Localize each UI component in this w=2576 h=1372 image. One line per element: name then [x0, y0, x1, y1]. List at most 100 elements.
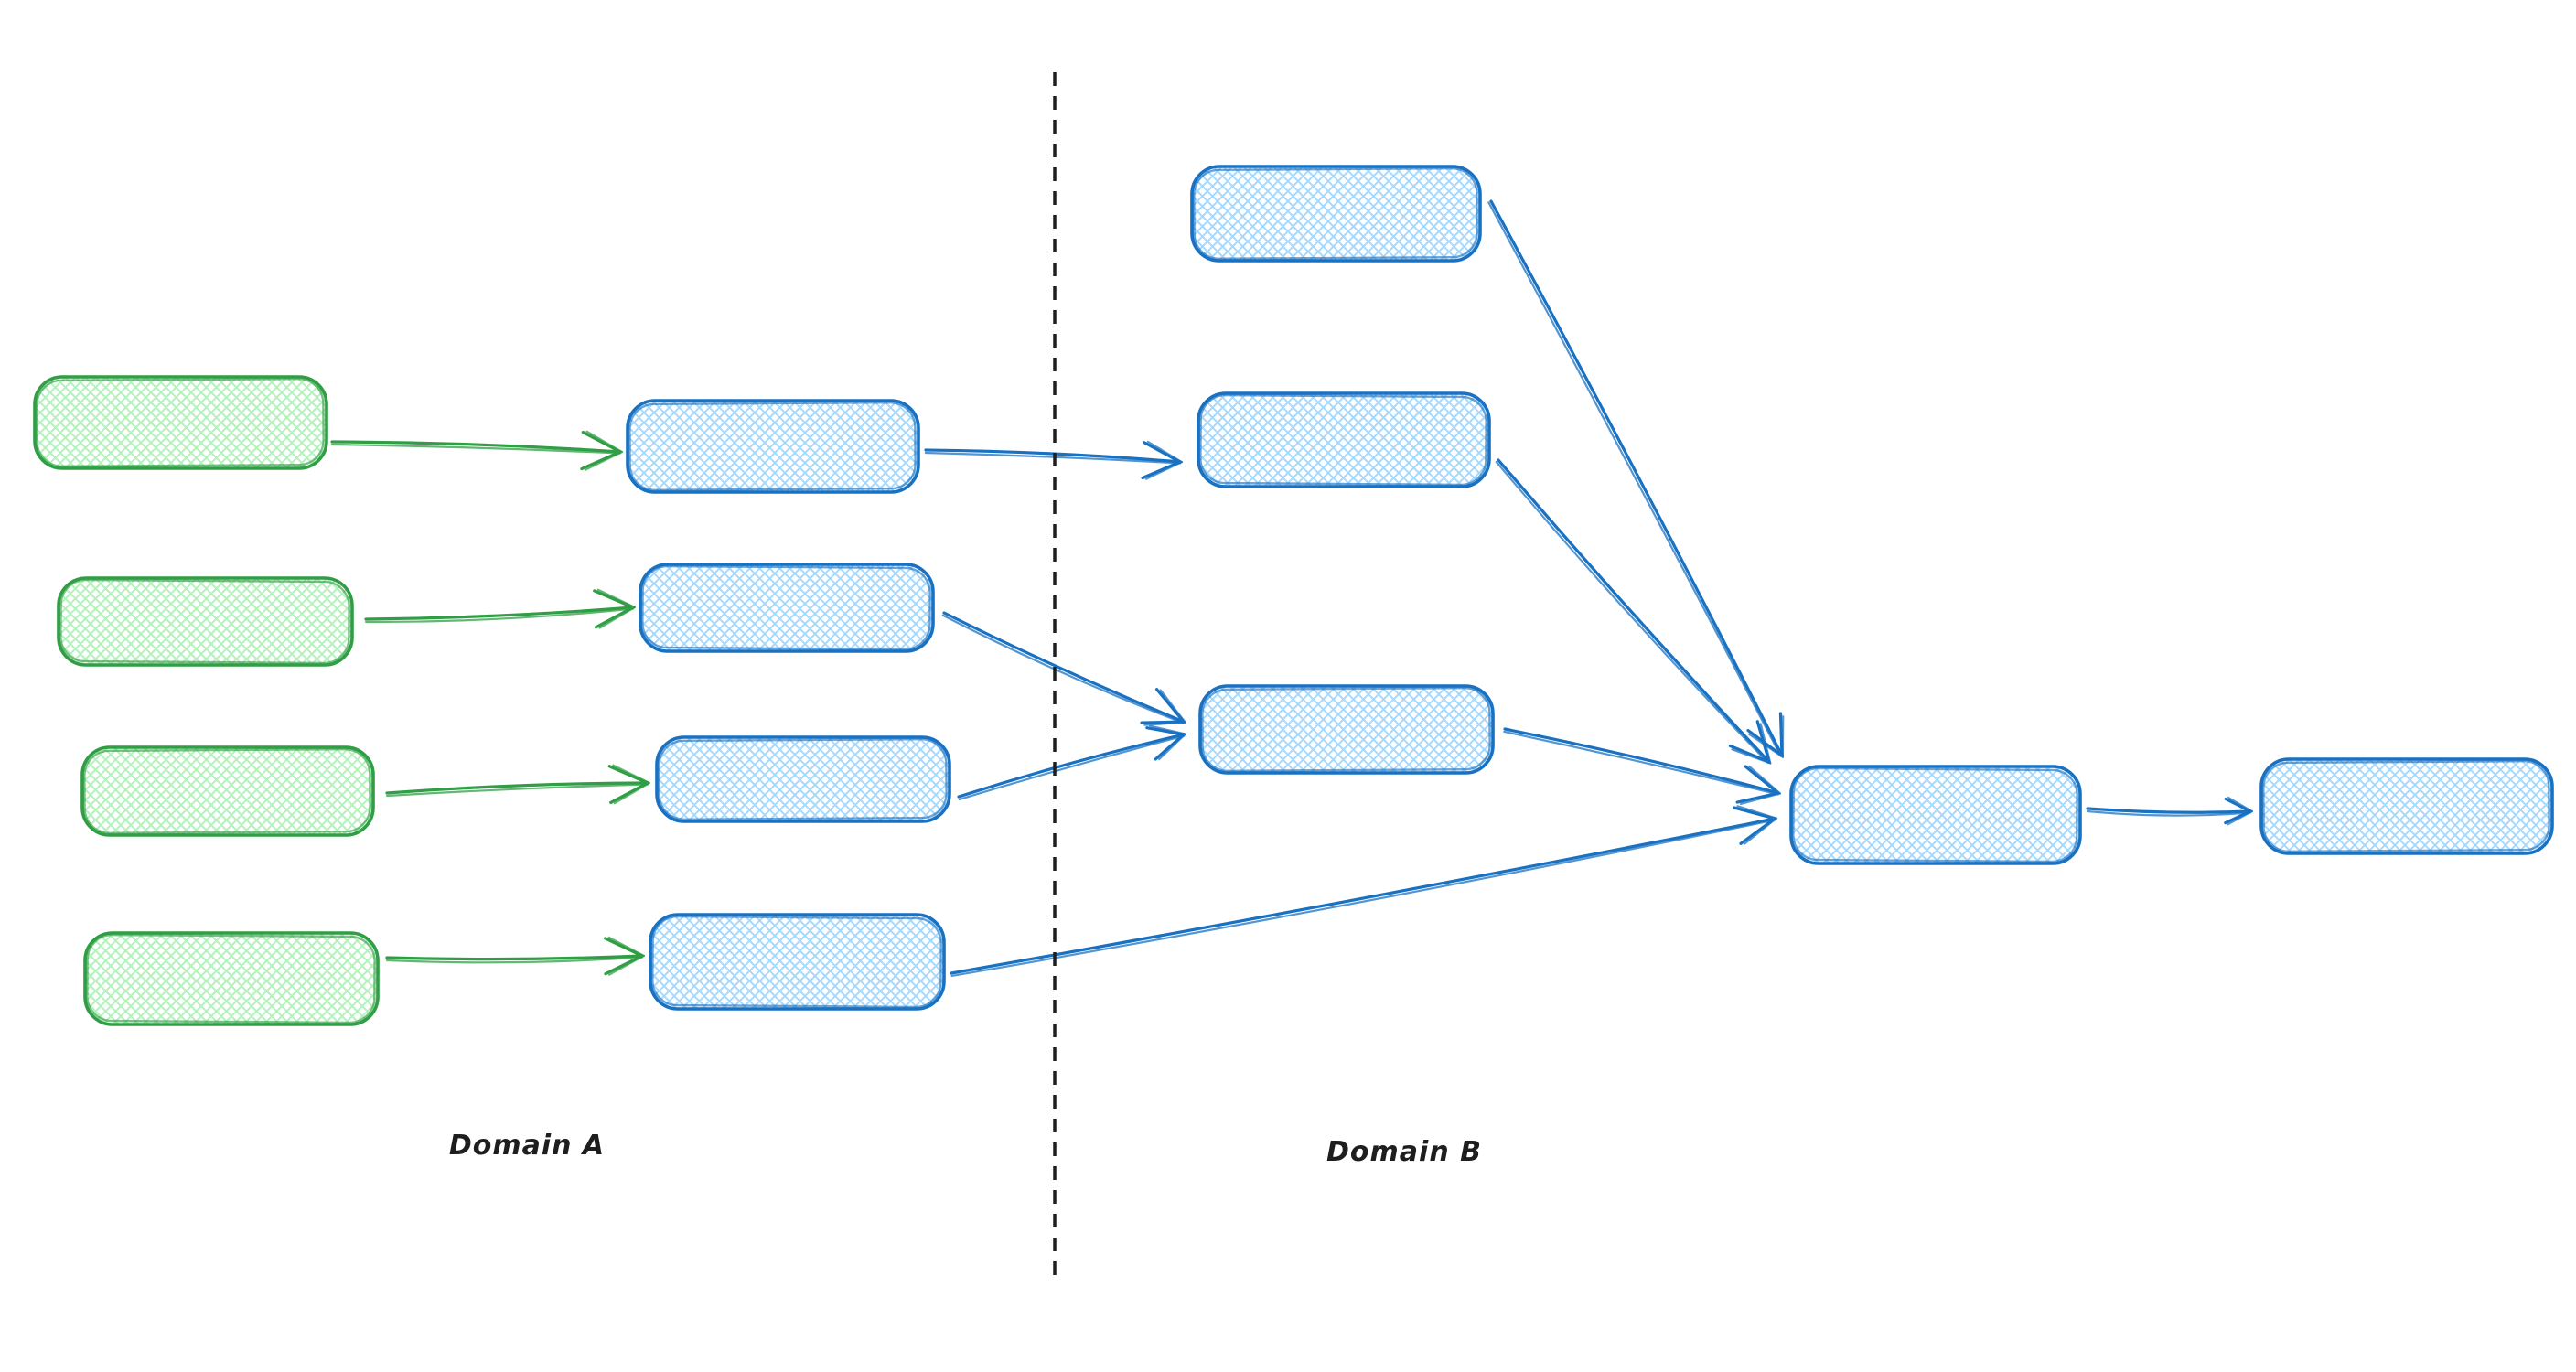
arrow-line-sketch	[365, 607, 635, 624]
arrow-head	[2224, 809, 2252, 825]
arrow-head-sketch	[2227, 809, 2254, 826]
node-outline-sketch	[658, 738, 948, 820]
node-outline	[639, 563, 935, 653]
arrow-head-sketch	[613, 781, 651, 805]
arrow-line-sketch	[330, 443, 622, 455]
node-outline	[1197, 391, 1491, 488]
node-outline-sketch	[36, 378, 325, 467]
arrow-head	[1140, 720, 1186, 724]
arrow-head	[581, 430, 622, 454]
arrow-line	[1489, 199, 1784, 757]
arrow-head	[609, 781, 649, 805]
arrow-a-source-1-to-a-node-1	[330, 430, 624, 471]
arrow-head-sketch	[1148, 724, 1186, 735]
arrow-head-sketch	[1748, 765, 1781, 795]
node-b-merge	[1789, 765, 2082, 865]
arrow-head	[1143, 441, 1182, 464]
arrow-line	[924, 448, 1182, 464]
arrow-line	[385, 781, 649, 795]
arrow-line	[385, 954, 644, 961]
arrow-b-node-1-to-b-merge	[1487, 199, 1785, 758]
node-a-node-2	[639, 563, 935, 653]
node-outline	[1789, 765, 2082, 865]
arrow-line-sketch	[1487, 201, 1782, 757]
node-b-node-2	[1197, 391, 1491, 488]
arrow-head-sketch	[1159, 689, 1186, 724]
arrow-b-merge-to-b-output	[2086, 796, 2254, 826]
arrow-head	[1154, 733, 1186, 761]
node-a-node-3	[655, 735, 951, 823]
arrow-line	[950, 817, 1776, 975]
node-outline-sketch	[1199, 393, 1487, 487]
arrow-a-source-4-to-a-node-4	[385, 936, 646, 976]
node-a-node-1	[626, 399, 920, 494]
arrow-head	[1154, 688, 1186, 724]
arrow-head	[1733, 806, 1776, 820]
arrow-head-sketch	[2227, 796, 2254, 813]
arrow-head	[594, 606, 635, 629]
arrow-a-node-1-to-b-node-2	[924, 440, 1184, 480]
node-outline-sketch	[1201, 687, 1491, 772]
arrow-line	[1497, 458, 1771, 764]
arrow-a-source-2-to-a-node-2	[364, 588, 637, 629]
node-outline	[1198, 684, 1495, 775]
node-outline	[1190, 165, 1482, 263]
arrow-head	[604, 937, 644, 958]
arrow-head-sketch	[1731, 748, 1772, 765]
node-b-output	[2259, 757, 2554, 855]
node-outline-sketch	[628, 402, 917, 491]
arrow-head	[1728, 744, 1771, 764]
node-outline	[626, 399, 920, 494]
arrow-line	[330, 440, 622, 454]
arrow-line-sketch	[941, 614, 1185, 724]
arrow-head	[607, 765, 649, 785]
arrow-head-sketch	[585, 430, 624, 454]
arrow-a-source-3-to-a-node-3	[385, 764, 651, 805]
arrow-head-sketch	[584, 451, 624, 471]
arrow-head-sketch	[598, 606, 637, 629]
arrow-a-node-3-to-b-node-3	[957, 724, 1186, 800]
node-a-source-4	[83, 931, 380, 1026]
arrow-head	[1141, 460, 1182, 480]
arrow-head-sketch	[1736, 805, 1778, 820]
arrow-head-sketch	[1158, 733, 1186, 761]
arrow-line-sketch	[385, 956, 644, 964]
node-outline	[33, 375, 328, 470]
arrow-head-sketch	[1739, 792, 1781, 806]
arrow-head-sketch	[607, 954, 646, 976]
arrow-head	[1735, 791, 1780, 804]
shape-layer	[33, 72, 2554, 1281]
arrow-line-sketch	[950, 819, 1776, 978]
arrow-head	[2224, 797, 2252, 813]
arrow-head-sketch	[1143, 721, 1186, 726]
arrow-line-sketch	[958, 734, 1186, 800]
arrow-line	[2086, 807, 2252, 814]
arrow-line	[957, 733, 1186, 799]
arrow-head-sketch	[1759, 723, 1772, 765]
domain-b-label: Domain B	[1326, 1136, 1482, 1168]
arrow-a-node-4-to-b-merge	[950, 805, 1778, 978]
arrow-head	[580, 450, 622, 471]
node-outline-sketch	[1193, 167, 1478, 260]
arrow-a-node-2-to-b-node-3	[941, 611, 1186, 726]
node-outline-sketch	[86, 933, 376, 1024]
node-a-source-1	[33, 375, 328, 470]
arrow-line	[364, 606, 635, 621]
arrow-line	[1503, 727, 1780, 795]
node-outline-sketch	[2262, 760, 2550, 852]
node-outline-sketch	[1792, 766, 2078, 863]
domain-a-label: Domain A	[449, 1130, 605, 1162]
node-outline	[57, 576, 354, 667]
arrow-head-sketch	[1146, 440, 1184, 464]
arrow-line	[942, 611, 1186, 724]
node-a-source-2	[57, 576, 354, 667]
arrow-b-node-2-to-b-merge	[1495, 458, 1772, 765]
arrow-head-sketch	[612, 764, 651, 784]
arrow-head-sketch	[596, 588, 637, 608]
arrow-head	[1755, 720, 1771, 764]
node-a-node-4	[649, 913, 946, 1011]
arrow-line-sketch	[1495, 460, 1769, 765]
arrow-head	[1145, 726, 1186, 736]
arrow-head	[604, 954, 644, 976]
